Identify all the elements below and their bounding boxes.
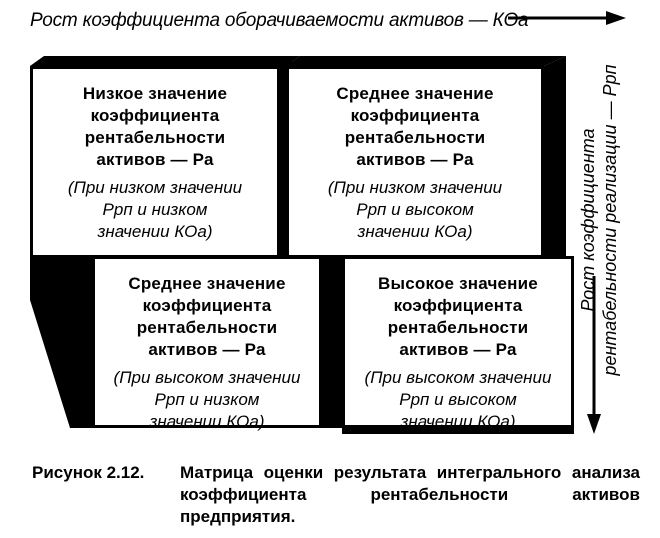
- top-axis: Рост коэффициента оборачиваемости активо…: [24, 8, 634, 38]
- figure-caption-text: Матрица оценки результата интегрального …: [180, 463, 640, 526]
- arrow-right-icon: [508, 11, 626, 25]
- arrow-down-icon: [587, 276, 601, 434]
- top-axis-label: Рост коэффициента оборачиваемости активо…: [30, 10, 529, 31]
- figure-number: Рисунок 2.12.: [32, 463, 145, 482]
